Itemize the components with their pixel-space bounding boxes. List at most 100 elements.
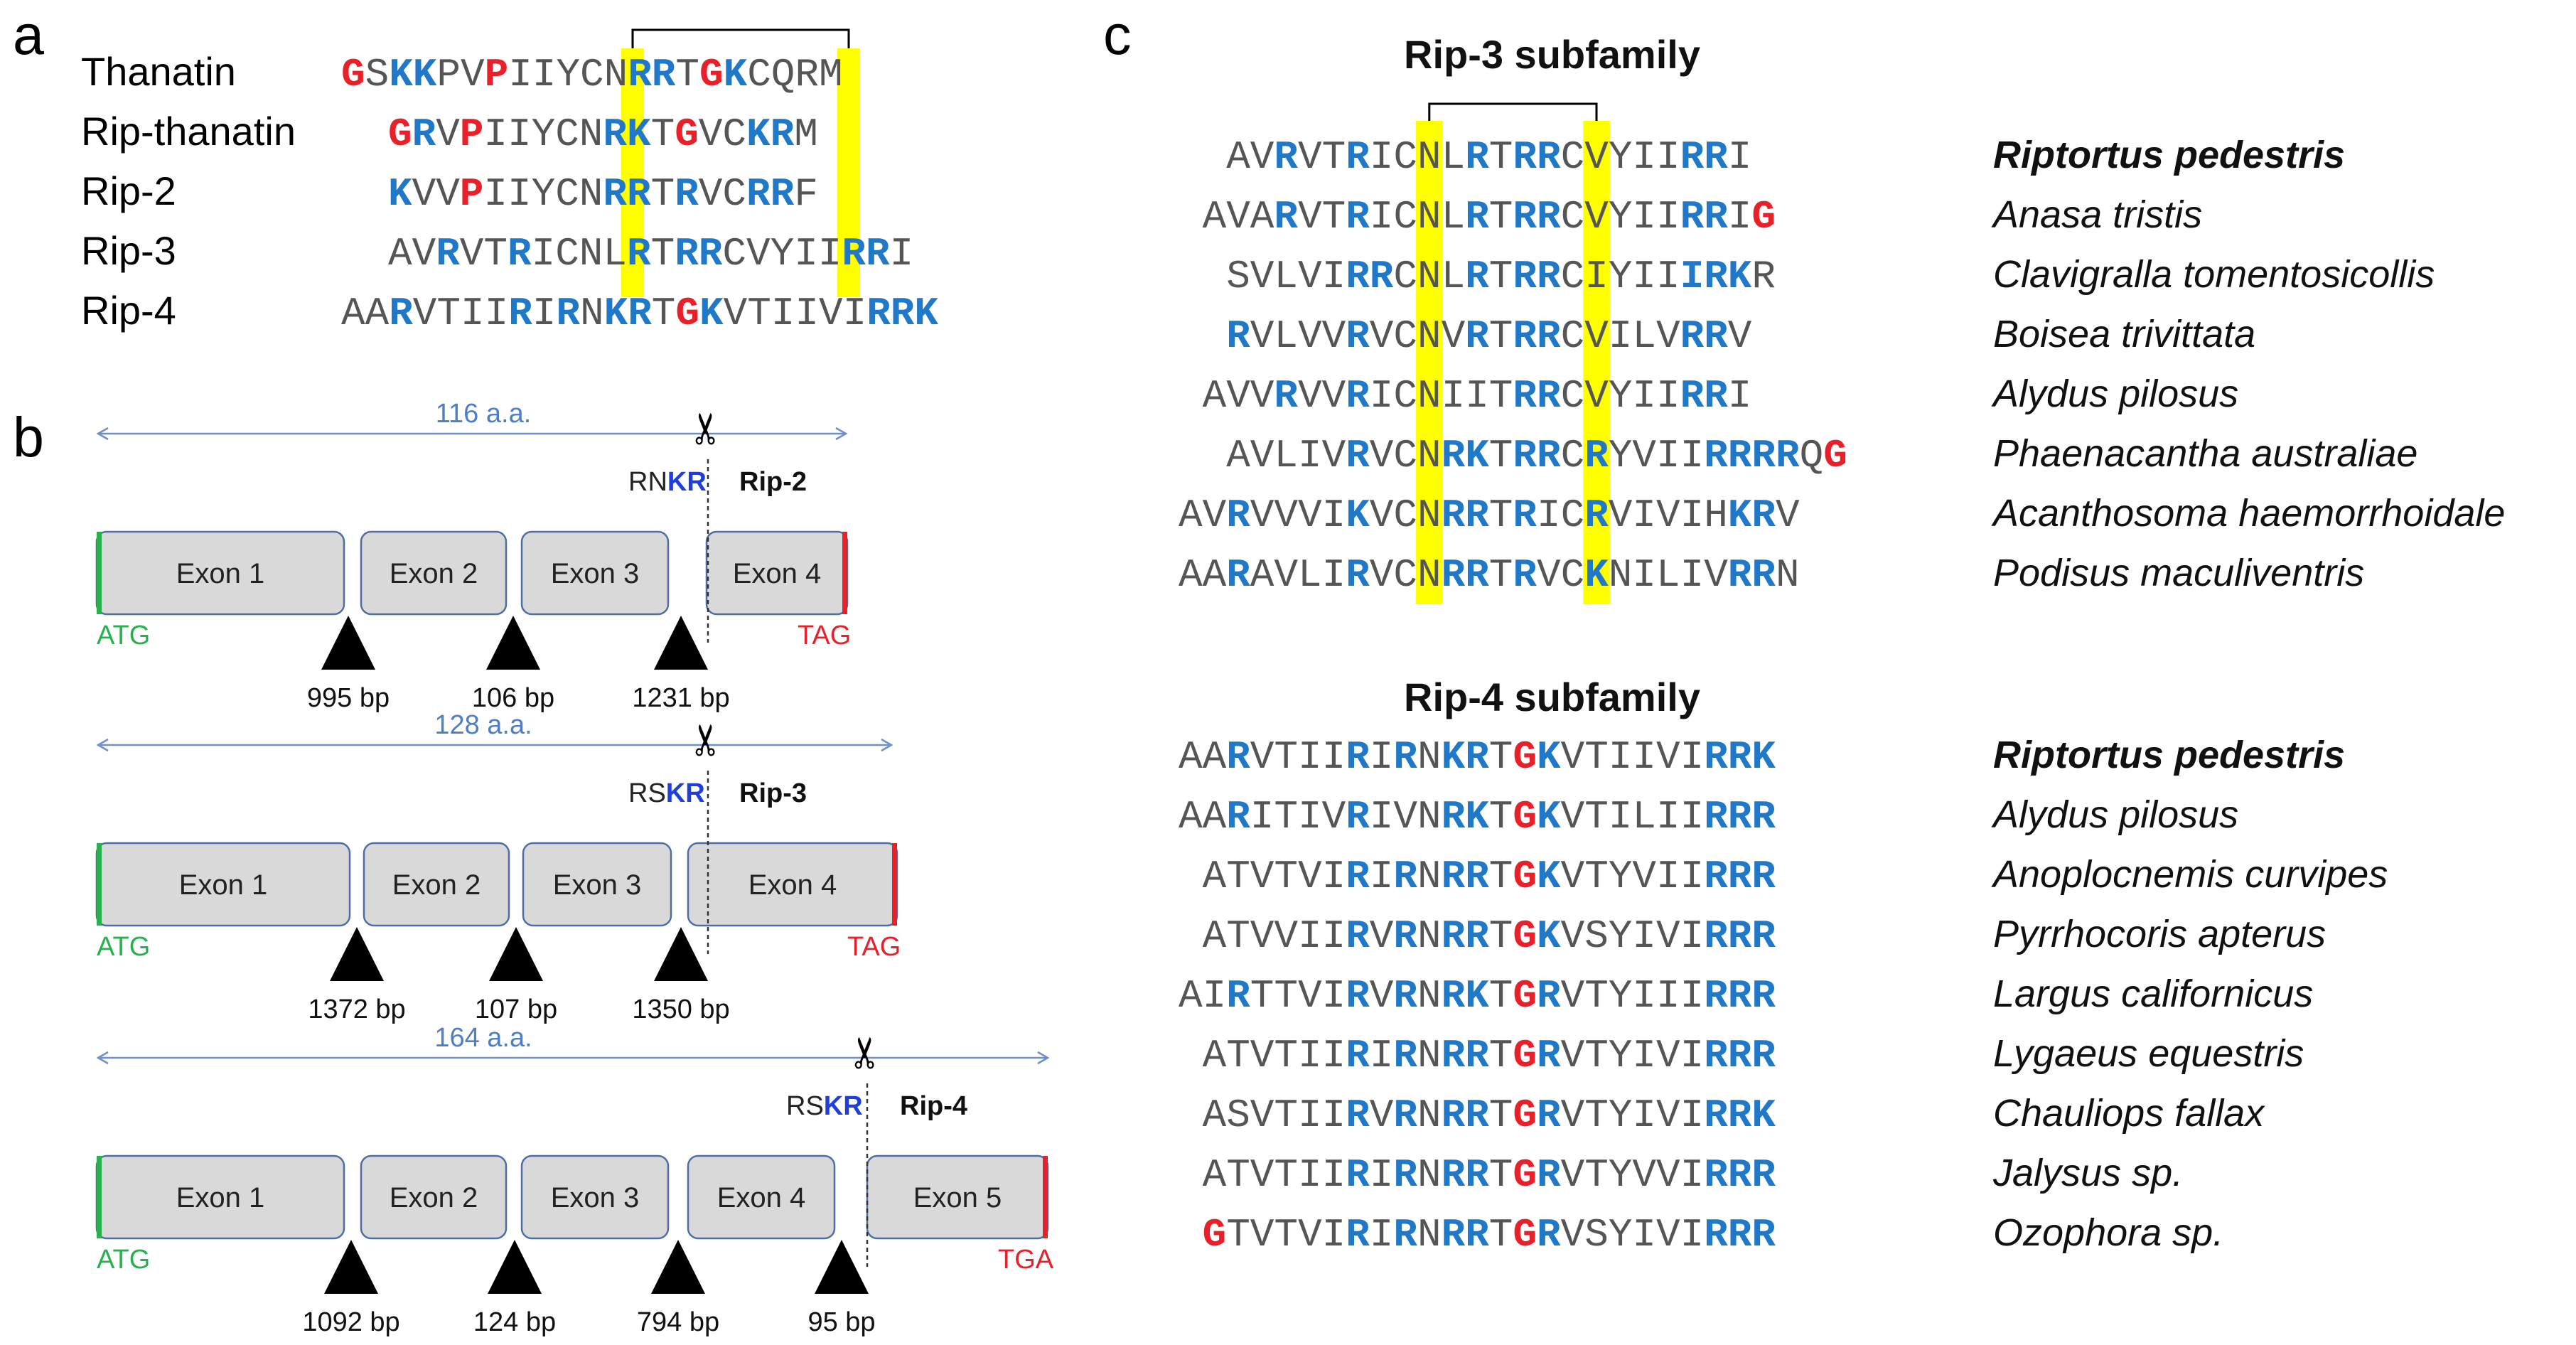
residue: I — [1680, 854, 1705, 899]
residue: I — [1298, 1093, 1322, 1138]
residue: R — [675, 171, 699, 217]
residue: V — [1250, 1152, 1274, 1198]
residue: A — [1226, 433, 1250, 478]
residue: V — [1298, 854, 1322, 899]
intron-length: 1092 bp — [302, 1307, 399, 1337]
residue: G — [1823, 433, 1847, 478]
residue: V — [746, 231, 771, 277]
residue: R — [1442, 794, 1466, 840]
species-name: Pyrrhocoris apterus — [1993, 913, 2326, 955]
residue: I — [1322, 254, 1346, 299]
residue: V — [1298, 314, 1322, 359]
residue: I — [1728, 134, 1752, 180]
residue: N — [1417, 552, 1442, 598]
residue — [1203, 314, 1227, 359]
residue: R — [1728, 1093, 1752, 1138]
peptide-label: Thanatin — [81, 49, 236, 94]
residue — [1179, 1033, 1203, 1078]
residue: R — [1704, 433, 1728, 478]
residue: A — [1179, 552, 1203, 598]
residue: V — [1298, 973, 1322, 1019]
cleavage-site: RNKR — [628, 467, 707, 497]
residue: K — [1465, 794, 1489, 840]
residue: I — [1322, 493, 1346, 538]
residue: R — [1346, 314, 1370, 359]
residue: V — [1370, 913, 1394, 959]
residue: I — [1680, 493, 1705, 538]
residue: Y — [532, 112, 556, 157]
residue: V — [1561, 1152, 1585, 1198]
residue: A — [1203, 194, 1227, 240]
residue: R — [1442, 552, 1466, 598]
residue: S — [1584, 1212, 1609, 1258]
residue: I — [771, 291, 795, 336]
residue: V — [1370, 552, 1394, 598]
residue: G — [1513, 1093, 1537, 1138]
residue: I — [1465, 373, 1489, 419]
exon-label: Exon 5 — [913, 1182, 1002, 1213]
residue: I — [1632, 373, 1656, 419]
residue: N — [1417, 1093, 1442, 1138]
residue: L — [1442, 254, 1466, 299]
residue: T — [1274, 734, 1298, 780]
residue: L — [1442, 194, 1466, 240]
residue: R — [1346, 373, 1370, 419]
residue: V — [412, 171, 436, 217]
residue: I — [1584, 254, 1609, 299]
residue: S — [365, 52, 390, 97]
residue: G — [1513, 794, 1537, 840]
residue: R — [1442, 493, 1466, 538]
residue: R — [1513, 552, 1537, 598]
residue: I — [1680, 913, 1705, 959]
residue: G — [388, 112, 412, 157]
residue: V — [1561, 1033, 1585, 1078]
residue: V — [1370, 973, 1394, 1019]
residue: R — [675, 231, 699, 277]
residue: L — [603, 231, 627, 277]
residue: K — [1728, 254, 1752, 299]
residue: V — [1250, 493, 1274, 538]
residue: R — [1537, 1093, 1561, 1138]
residue: V — [1203, 493, 1227, 538]
residue: V — [819, 291, 843, 336]
residue: R — [1537, 1152, 1561, 1198]
residue: I — [1680, 552, 1705, 598]
start-codon-bar — [97, 843, 102, 926]
residue: K — [1537, 913, 1561, 959]
residue: V — [1298, 1212, 1322, 1258]
residue: R — [1704, 973, 1728, 1019]
start-codon: ATG — [97, 932, 150, 962]
residue: Q — [771, 52, 795, 97]
species-name: Phaenacantha australiae — [1993, 432, 2417, 475]
intron-marker — [651, 1240, 705, 1294]
peptide-sequence: AVRVTRICNLRTRRCVYIIRRI — [388, 231, 913, 277]
residue: V — [1537, 552, 1561, 598]
residue: R — [1465, 1093, 1489, 1138]
residue: P — [436, 52, 461, 97]
exon-label: Exon 4 — [733, 558, 822, 589]
residue: K — [724, 52, 748, 97]
residue: A — [1179, 794, 1203, 840]
species-name: Chauliops fallax — [1993, 1092, 2265, 1135]
residue: T — [651, 112, 675, 157]
residue: C — [1561, 493, 1585, 538]
rip4-sequence: ATVTIIRIRNRRTGRVTYVVIRRR — [1179, 1152, 1776, 1198]
residue: S — [1584, 913, 1609, 959]
species-name: Largus californicus — [1993, 972, 2313, 1015]
residue: V — [1561, 1093, 1585, 1138]
residue: R — [603, 112, 627, 157]
residue: C — [580, 52, 604, 97]
residue: C — [722, 231, 746, 277]
residue: C — [555, 231, 579, 277]
residue: V — [1442, 314, 1466, 359]
rip3-sequence: AVRVTRICNLRTRRCVYIIRRI — [1179, 134, 1751, 180]
residue: T — [1322, 134, 1346, 180]
cleavage-site: RSKR — [786, 1091, 863, 1121]
residue: C — [1393, 493, 1417, 538]
rip4-sequence: ATVTIIRIRNRRTGRVTYIVIRRR — [1179, 1033, 1776, 1078]
species-name: Alydus pilosus — [1991, 793, 2238, 836]
residue: P — [460, 112, 484, 157]
disulfide-bracket — [631, 28, 850, 48]
residue: Y — [1609, 973, 1633, 1019]
